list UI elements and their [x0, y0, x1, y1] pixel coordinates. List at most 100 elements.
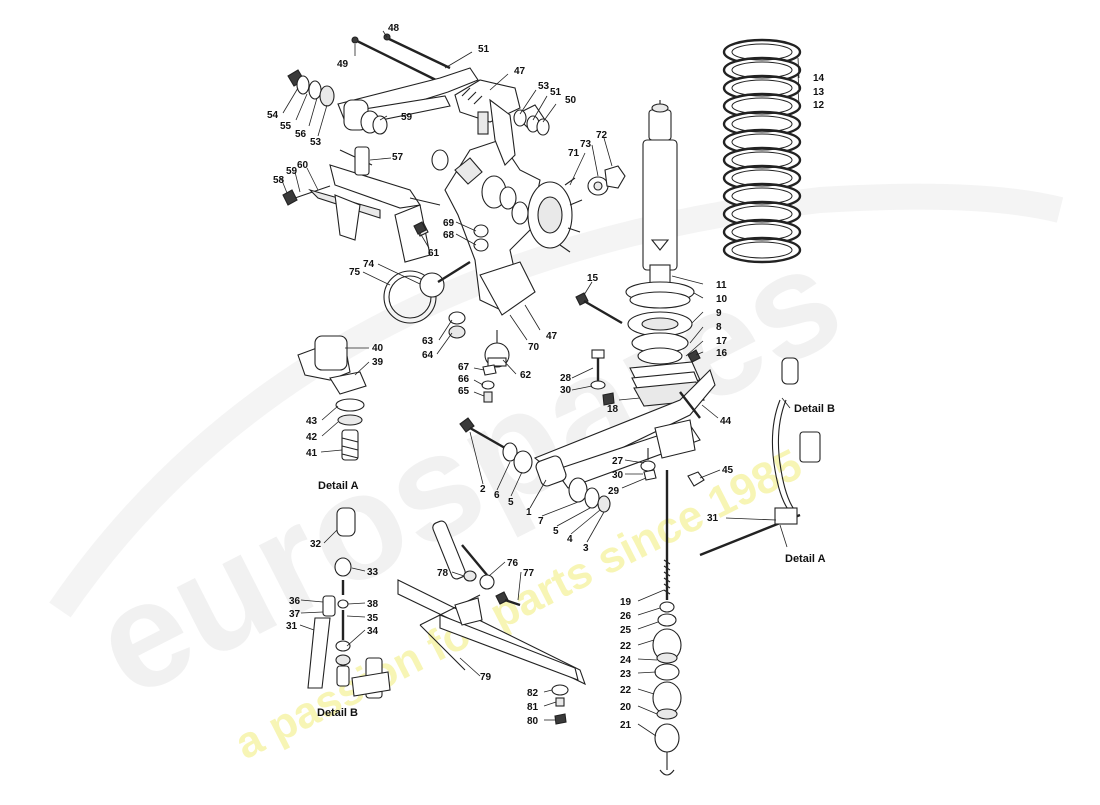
label-part-70: 70 [528, 342, 540, 353]
label-part-57: 57 [392, 152, 404, 163]
hub-upright-group [383, 98, 626, 403]
detail-a-bracket [297, 335, 367, 461]
label-part-22: 22 [620, 641, 632, 652]
label-part-32: 32 [310, 539, 322, 550]
label-part-37: 37 [289, 609, 301, 620]
label-part-55: 55 [280, 121, 292, 132]
watermark: eurospares a passion for parts since 198… [49, 183, 1064, 769]
label-part-21: 21 [620, 720, 632, 731]
label-part-53: 53 [538, 81, 550, 92]
label-part-13: 13 [813, 87, 825, 98]
detail-b-bottom-pipe [307, 507, 391, 699]
anti-roll-bar-group [397, 520, 586, 725]
label-part-31: 31 [286, 621, 298, 632]
leader-lines [280, 30, 800, 737]
label-part-67: 67 [458, 362, 470, 373]
label-part-65: 65 [458, 386, 470, 397]
label-part-51: 51 [550, 87, 562, 98]
label-part-49: 49 [337, 59, 349, 70]
label-part-61: 61 [428, 248, 440, 259]
label-part-51: 51 [478, 44, 490, 55]
label-part-45: 45 [722, 465, 734, 476]
lower-arm-group [459, 349, 716, 513]
label-part-12: 12 [813, 100, 825, 111]
caption-detail-a-left: Detail A [318, 480, 359, 492]
label-part-50: 50 [565, 95, 577, 106]
label-part-26: 26 [620, 611, 632, 622]
label-part-76: 76 [507, 558, 519, 569]
label-part-2: 2 [480, 484, 486, 495]
label-part-7: 7 [538, 516, 544, 527]
label-part-81: 81 [527, 702, 539, 713]
label-part-9: 9 [716, 308, 722, 319]
caption-detail-b-right: Detail B [794, 403, 835, 415]
label-part-1: 1 [526, 507, 532, 518]
label-part-77: 77 [523, 568, 535, 579]
label-part-75: 75 [349, 267, 361, 278]
label-part-5: 5 [508, 497, 514, 508]
label-part-64: 64 [422, 350, 434, 361]
label-part-27: 27 [612, 456, 624, 467]
label-part-82: 82 [527, 688, 539, 699]
label-part-40: 40 [372, 343, 384, 354]
label-part-48: 48 [388, 23, 400, 34]
label-part-39: 39 [372, 357, 384, 368]
label-part-22: 22 [620, 685, 632, 696]
caption-detail-b-bottom: Detail B [317, 707, 358, 719]
label-part-42: 42 [306, 432, 318, 443]
label-part-44: 44 [720, 416, 732, 427]
label-part-71: 71 [568, 148, 580, 159]
label-part-6: 6 [494, 490, 500, 501]
label-part-43: 43 [306, 416, 318, 427]
label-part-8: 8 [716, 322, 722, 333]
label-part-30: 30 [560, 385, 572, 396]
label-part-25: 25 [620, 625, 632, 636]
label-part-56: 56 [295, 129, 307, 140]
label-part-23: 23 [620, 669, 632, 680]
label-part-66: 66 [458, 374, 470, 385]
label-part-5: 5 [553, 526, 559, 537]
label-part-72: 72 [596, 130, 608, 141]
label-part-34: 34 [367, 626, 379, 637]
label-part-30: 30 [612, 470, 624, 481]
label-part-17: 17 [716, 336, 728, 347]
upper-wishbone-group [282, 33, 521, 263]
label-part-36: 36 [289, 596, 301, 607]
label-part-62: 62 [520, 370, 532, 381]
label-part-15: 15 [587, 273, 599, 284]
label-part-16: 16 [716, 348, 728, 359]
label-part-47: 47 [546, 331, 558, 342]
label-part-14: 14 [813, 73, 825, 84]
label-part-69: 69 [443, 218, 455, 229]
label-part-79: 79 [480, 672, 492, 683]
coil-spring [722, 38, 802, 264]
detail-b-right-pipe [699, 357, 821, 557]
label-part-19: 19 [620, 597, 632, 608]
detail-captions: Detail A Detail A Detail B Detail B [317, 403, 835, 719]
label-part-59: 59 [286, 166, 298, 177]
label-part-54: 54 [267, 110, 279, 121]
label-part-80: 80 [527, 716, 539, 727]
part-labels: 48 49 51 47 53 51 50 54 55 56 53 59 57 5… [267, 23, 825, 731]
label-part-20: 20 [620, 702, 632, 713]
label-part-31: 31 [707, 513, 719, 524]
label-part-60: 60 [297, 160, 309, 171]
label-part-68: 68 [443, 230, 455, 241]
label-part-73: 73 [580, 139, 592, 150]
label-part-74: 74 [363, 259, 375, 270]
label-part-18: 18 [607, 404, 619, 415]
label-part-58: 58 [273, 175, 285, 186]
label-part-47: 47 [514, 66, 526, 77]
label-part-29: 29 [608, 486, 620, 497]
label-part-63: 63 [422, 336, 434, 347]
label-part-33: 33 [367, 567, 379, 578]
label-part-11: 11 [716, 280, 727, 291]
label-part-10: 10 [716, 294, 728, 305]
label-part-78: 78 [437, 568, 449, 579]
label-part-24: 24 [620, 655, 632, 666]
label-part-59: 59 [401, 112, 413, 123]
damper-spring-group [575, 38, 802, 407]
label-part-4: 4 [567, 534, 573, 545]
